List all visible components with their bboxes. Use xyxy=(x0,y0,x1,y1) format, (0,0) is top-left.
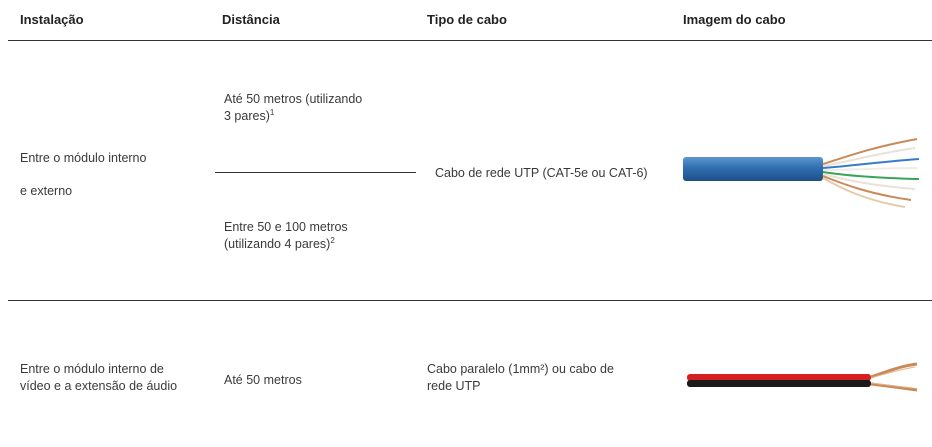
header-installation: Instalação xyxy=(20,12,84,27)
row2-installation-line1: Entre o módulo interno de xyxy=(20,362,164,376)
header-distance: Distância xyxy=(222,12,280,27)
row1-distance-b: Entre 50 e 100 metros (utilizando 4 pare… xyxy=(224,219,348,253)
header-cable-image: Imagem do cabo xyxy=(683,12,786,27)
row1-distance-b-line1: Entre 50 e 100 metros xyxy=(224,220,348,234)
row1-distance-b-line2: (utilizando 4 pares)2 xyxy=(224,235,335,251)
row2-distance: Até 50 metros xyxy=(224,373,302,387)
distance-divider xyxy=(215,172,416,173)
footnote-marker: 1 xyxy=(269,107,275,117)
utp-cable-image xyxy=(683,138,920,208)
parallel-cable-image xyxy=(687,362,918,392)
row-divider xyxy=(8,300,932,301)
row1-distance-a: Até 50 metros (utilizando 3 pares)1 xyxy=(224,91,362,125)
row1-distance-a-line2: 3 pares)1 xyxy=(224,107,275,123)
row1-cable-type: Cabo de rede UTP (CAT-5e ou CAT-6) xyxy=(435,166,648,180)
footnote-marker: 2 xyxy=(330,235,335,245)
row2-cable-type-line2: rede UTP xyxy=(427,379,481,393)
row2-cable-type-line1: Cabo paralelo (1mm²) ou cabo de xyxy=(427,362,614,376)
row1-installation-line1: Entre o módulo interno xyxy=(20,151,147,165)
row2-installation-line2: vídeo e a extensão de áudio xyxy=(20,379,178,393)
row2-installation: Entre o módulo interno de vídeo e a exte… xyxy=(20,361,177,395)
header-divider xyxy=(8,40,932,41)
row2-cable-type: Cabo paralelo (1mm²) ou cabo de rede UTP xyxy=(427,361,614,395)
row1-installation-line2: e externo xyxy=(20,184,73,198)
row1-distance-a-line1: Até 50 metros (utilizando xyxy=(224,92,363,106)
header-cable-type: Tipo de cabo xyxy=(427,12,507,27)
